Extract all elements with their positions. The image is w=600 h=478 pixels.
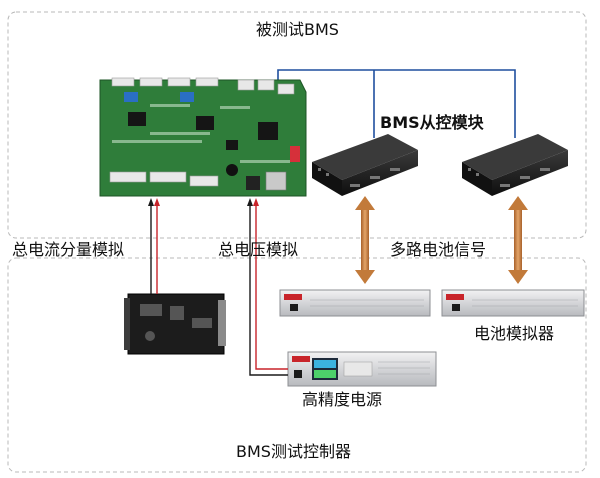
label-high-precision-power: 高精度电源 — [302, 390, 383, 409]
label-total-current: 总电流分量模拟 — [12, 240, 125, 259]
voltage-wires — [247, 198, 288, 376]
controller-region-border — [7, 257, 587, 473]
current-simulation-card — [124, 293, 226, 355]
bms-pcb-board — [99, 77, 307, 197]
dut-region-border — [7, 11, 587, 239]
battery-signal-arrow-2 — [508, 196, 528, 284]
label-dut-bms: 被测试BMS — [256, 20, 339, 39]
bms-slave-module-2 — [462, 134, 568, 196]
battery-signal-arrow-1 — [355, 196, 375, 284]
battery-simulator-unit-2 — [441, 289, 585, 317]
label-bms-test-controller: BMS测试控制器 — [236, 442, 351, 461]
high-precision-power-supply — [287, 351, 437, 387]
label-multi-battery-signal: 多路电池信号 — [390, 240, 487, 259]
label-bms-slave-module: BMS从控模块 — [380, 113, 484, 132]
label-total-voltage: 总电压模拟 — [218, 240, 299, 259]
bms-slave-module-1 — [312, 134, 418, 196]
label-battery-simulator: 电池模拟器 — [474, 324, 555, 343]
comm-wires — [277, 69, 516, 138]
current-wires — [148, 198, 160, 294]
battery-simulator-unit-1 — [279, 289, 431, 317]
